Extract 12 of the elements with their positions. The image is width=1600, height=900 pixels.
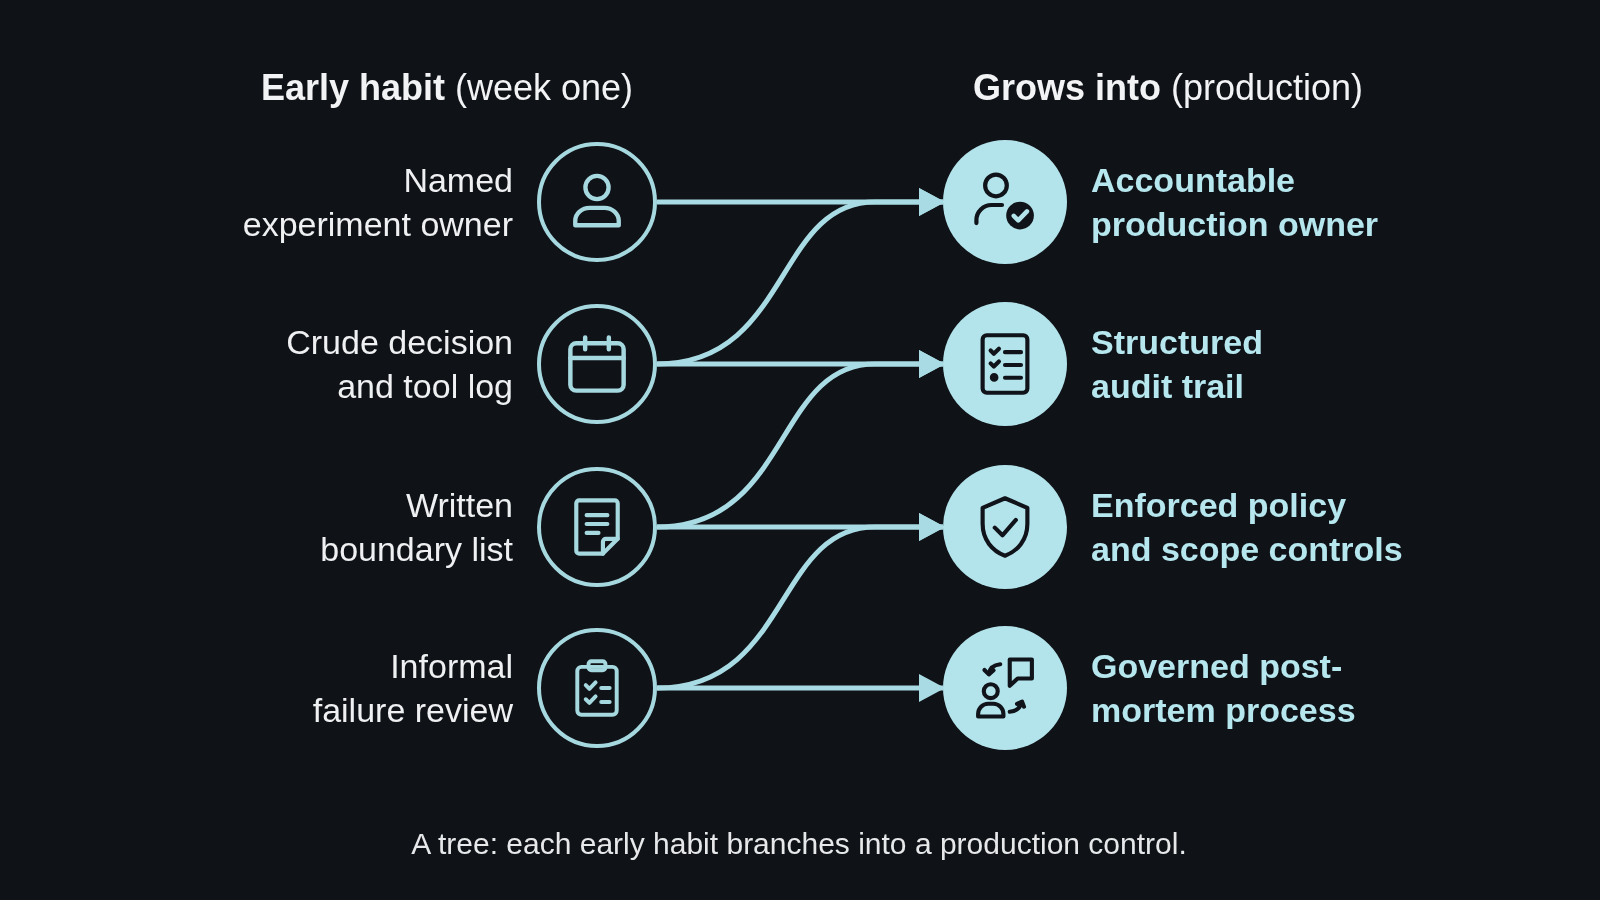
- habit-label: Crude decision and tool log: [285, 322, 513, 407]
- control-label: Accountable production owner: [1091, 160, 1380, 245]
- control-label: Structured audit trail: [1091, 322, 1264, 407]
- control-label: Enforced policy and scope controls: [1091, 485, 1404, 570]
- column-heading: Early habit (week one): [260, 66, 634, 110]
- habit-label: Informal failure review: [311, 646, 513, 731]
- control-label: Governed post-mortem process: [1091, 646, 1357, 731]
- column-heading: Grows into (production): [972, 66, 1364, 110]
- habit-label: Written boundary list: [319, 485, 513, 570]
- habit-label: Named experiment owner: [241, 160, 513, 245]
- caption: A tree: each early habit branches into a production control.: [411, 826, 1187, 862]
- connector-arrow: [657, 674, 945, 702]
